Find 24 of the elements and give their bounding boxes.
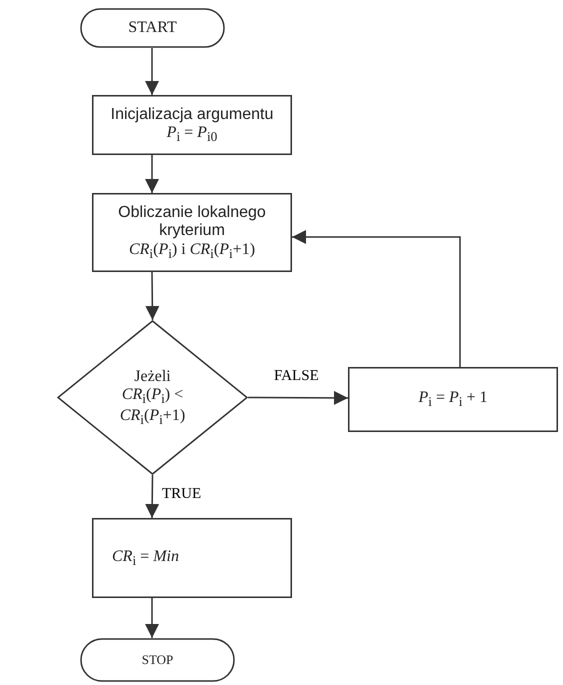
- start-terminal: [80, 8, 225, 48]
- formula-text: P$_{i}$ = P$_{i0}$: [166, 124, 218, 144]
- arrow: [145, 598, 159, 638]
- formula-text: CR$_{i}$(P$_{i}$) < CR$_{i}$(P$_{i}$+1): [118, 386, 186, 428]
- formula-text: P$_{i}$ = P$_{i}$ + 1: [418, 389, 488, 410]
- formula-text: STOP: [142, 652, 174, 668]
- process-box: [92, 95, 292, 155]
- process-box: [92, 193, 292, 272]
- node-text: Obliczanie lokalnego kryterium: [117, 204, 267, 241]
- decision-diamond: [57, 320, 248, 475]
- node-text: Inicjalizacja argumentu: [110, 106, 274, 124]
- arrow: [248, 390, 348, 405]
- stop-terminal: [80, 638, 235, 682]
- arrow: [292, 230, 461, 367]
- arrow: [145, 272, 160, 320]
- formula-text: Jeżeli: [134, 368, 171, 386]
- process-box: [92, 518, 292, 598]
- arrow: [145, 475, 160, 518]
- formula-text: CR$_{i}$(P$_{i}$) i CR$_{i}$(P$_{i}$+1): [128, 240, 256, 262]
- process-box: [348, 367, 558, 432]
- formula-text: START: [128, 18, 177, 38]
- arrow: [145, 155, 159, 193]
- formula-text: CR$_{i}$ = Min: [112, 548, 179, 568]
- arrow: [145, 48, 159, 95]
